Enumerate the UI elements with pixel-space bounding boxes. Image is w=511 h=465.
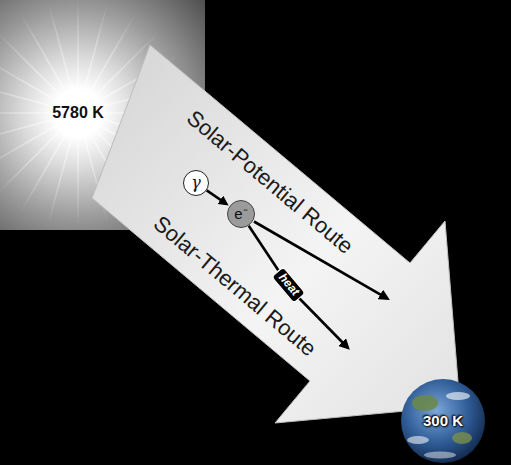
heat-label: heat [275, 271, 301, 299]
flow-arrow [249, 226, 279, 271]
text-holder: 5780 K [52, 104, 104, 122]
sun-glow-square [0, 0, 205, 230]
photon-circle: γ [183, 170, 209, 196]
route-arrow-shape [92, 45, 460, 423]
particle-symbol: e⁻ [234, 205, 247, 222]
sun-rays [0, 1, 190, 225]
earth-picture [401, 379, 485, 463]
earth-globe: 300 K [401, 379, 485, 463]
flow-arrow [207, 190, 226, 203]
heat-tag: heat [271, 266, 306, 303]
electron-circle: e⁻ [227, 200, 255, 228]
temperature-label: 5780 K [52, 104, 104, 122]
particle-symbol: γ [191, 174, 201, 192]
sun-glow: 5780 K [0, 0, 205, 230]
temperature-label: 300 K [423, 412, 463, 429]
